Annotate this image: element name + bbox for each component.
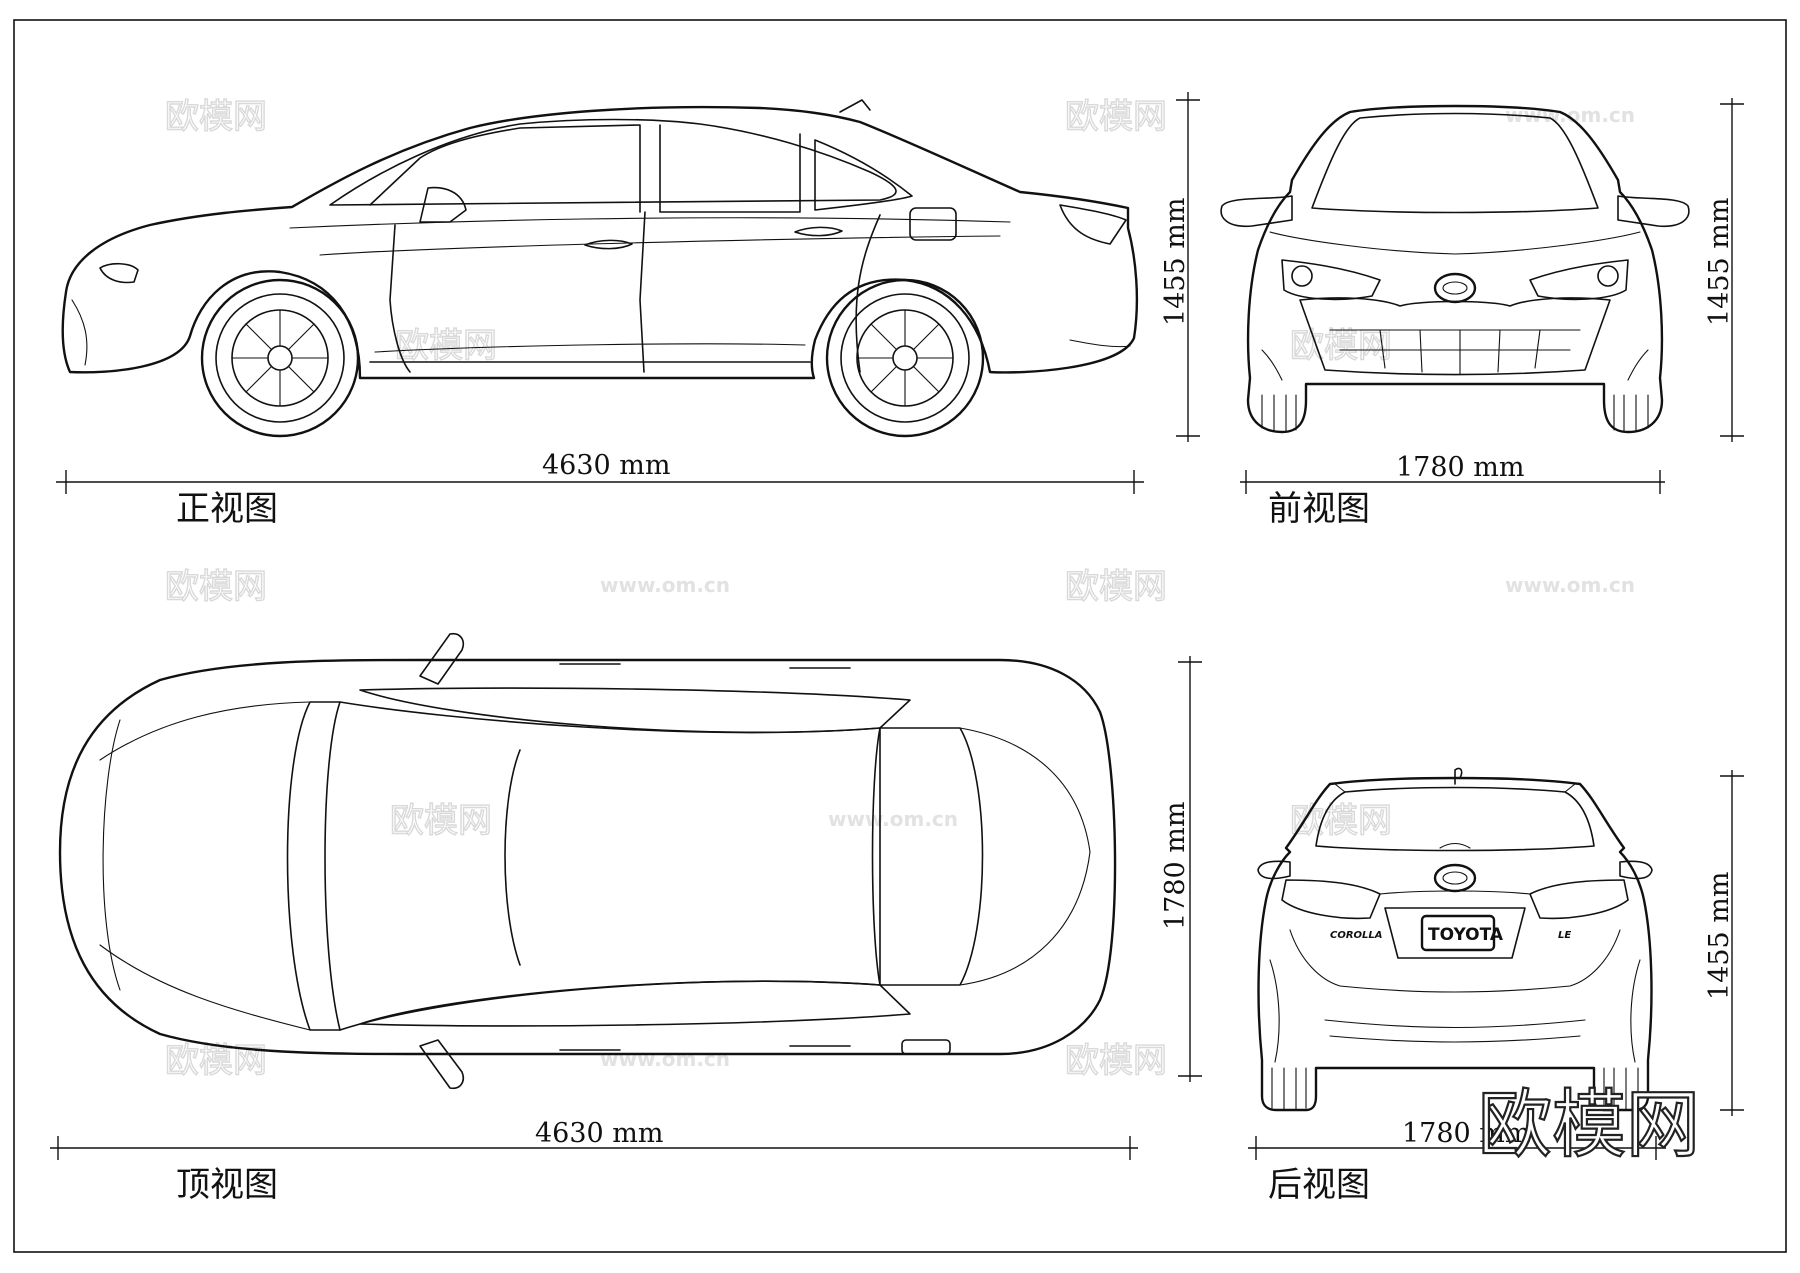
watermark-logo: 欧模网 xyxy=(1478,1082,1700,1168)
rear-badge-trim: LE xyxy=(1558,930,1571,941)
rear-width-dimension: 1780 mm xyxy=(1248,1118,1666,1160)
top-length-label: 4630 mm xyxy=(535,1118,664,1149)
watermark-url: www.om.cn xyxy=(1505,103,1635,127)
side-view-front-wheel xyxy=(200,278,360,438)
front-height-label: 1455 mm xyxy=(1704,197,1735,326)
rear-plate-text: TOYOTA xyxy=(1428,925,1504,945)
watermark-text: 欧模网 xyxy=(165,1041,267,1081)
rear-view-drawing: TOYOTA COROLLA LE xyxy=(1257,767,1653,1112)
front-height-dimension: 1455 mm xyxy=(1704,98,1744,442)
watermark-text: 欧模网 xyxy=(1065,567,1167,607)
drawing-frame xyxy=(13,19,1787,1253)
side-view-drawing xyxy=(61,99,1139,380)
watermark-url: www.om.cn xyxy=(600,573,730,597)
side-view-title: 正视图 xyxy=(176,489,278,529)
watermark-url: www.om.cn xyxy=(828,807,958,831)
rear-badge-model: COROLLA xyxy=(1330,930,1383,941)
watermark-text: 欧模网 xyxy=(165,97,267,137)
rear-height-label: 1455 mm xyxy=(1704,871,1735,1000)
front-view-drawing xyxy=(1220,104,1690,434)
watermark-text: 欧模网 xyxy=(1065,97,1167,137)
watermark-text: 欧模网 xyxy=(1290,326,1392,366)
top-length-dimension: 4630 mm xyxy=(50,1118,1138,1160)
watermark-url: www.om.cn xyxy=(1505,573,1635,597)
watermark-text: 欧模网 xyxy=(1065,1041,1167,1081)
watermark-text: 欧模网 xyxy=(390,801,492,841)
watermark-text: 欧模网 xyxy=(395,326,497,366)
side-height-label: 1455 mm xyxy=(1160,197,1191,326)
top-width-label: 1780 mm xyxy=(1160,801,1191,930)
rear-view-title: 后视图 xyxy=(1268,1165,1370,1205)
watermark-url: www.om.cn xyxy=(600,1047,730,1071)
rear-height-dimension: 1455 mm xyxy=(1704,770,1744,1116)
top-width-dimension: 1780 mm xyxy=(1160,656,1202,1082)
background-watermarks: 欧模网 欧模网 www.om.cn 欧模网 欧模网 欧模网 www.om.cn … xyxy=(164,96,1635,1081)
front-view-title: 前视图 xyxy=(1268,489,1370,529)
front-width-dimension: 1780 mm xyxy=(1240,452,1665,494)
side-height-dimension: 1455 mm xyxy=(1160,92,1200,442)
top-view-title: 顶视图 xyxy=(176,1165,278,1205)
rear-width-label: 1780 mm xyxy=(1402,1118,1531,1149)
watermark-text: 欧模网 xyxy=(165,567,267,607)
side-view-rear-wheel xyxy=(825,278,985,438)
side-length-dimension: 4630 mm xyxy=(56,450,1144,494)
top-view-drawing xyxy=(58,632,1117,1090)
front-width-label: 1780 mm xyxy=(1396,452,1525,483)
watermark-text: 欧模网 xyxy=(1290,801,1392,841)
side-length-label: 4630 mm xyxy=(542,450,671,481)
